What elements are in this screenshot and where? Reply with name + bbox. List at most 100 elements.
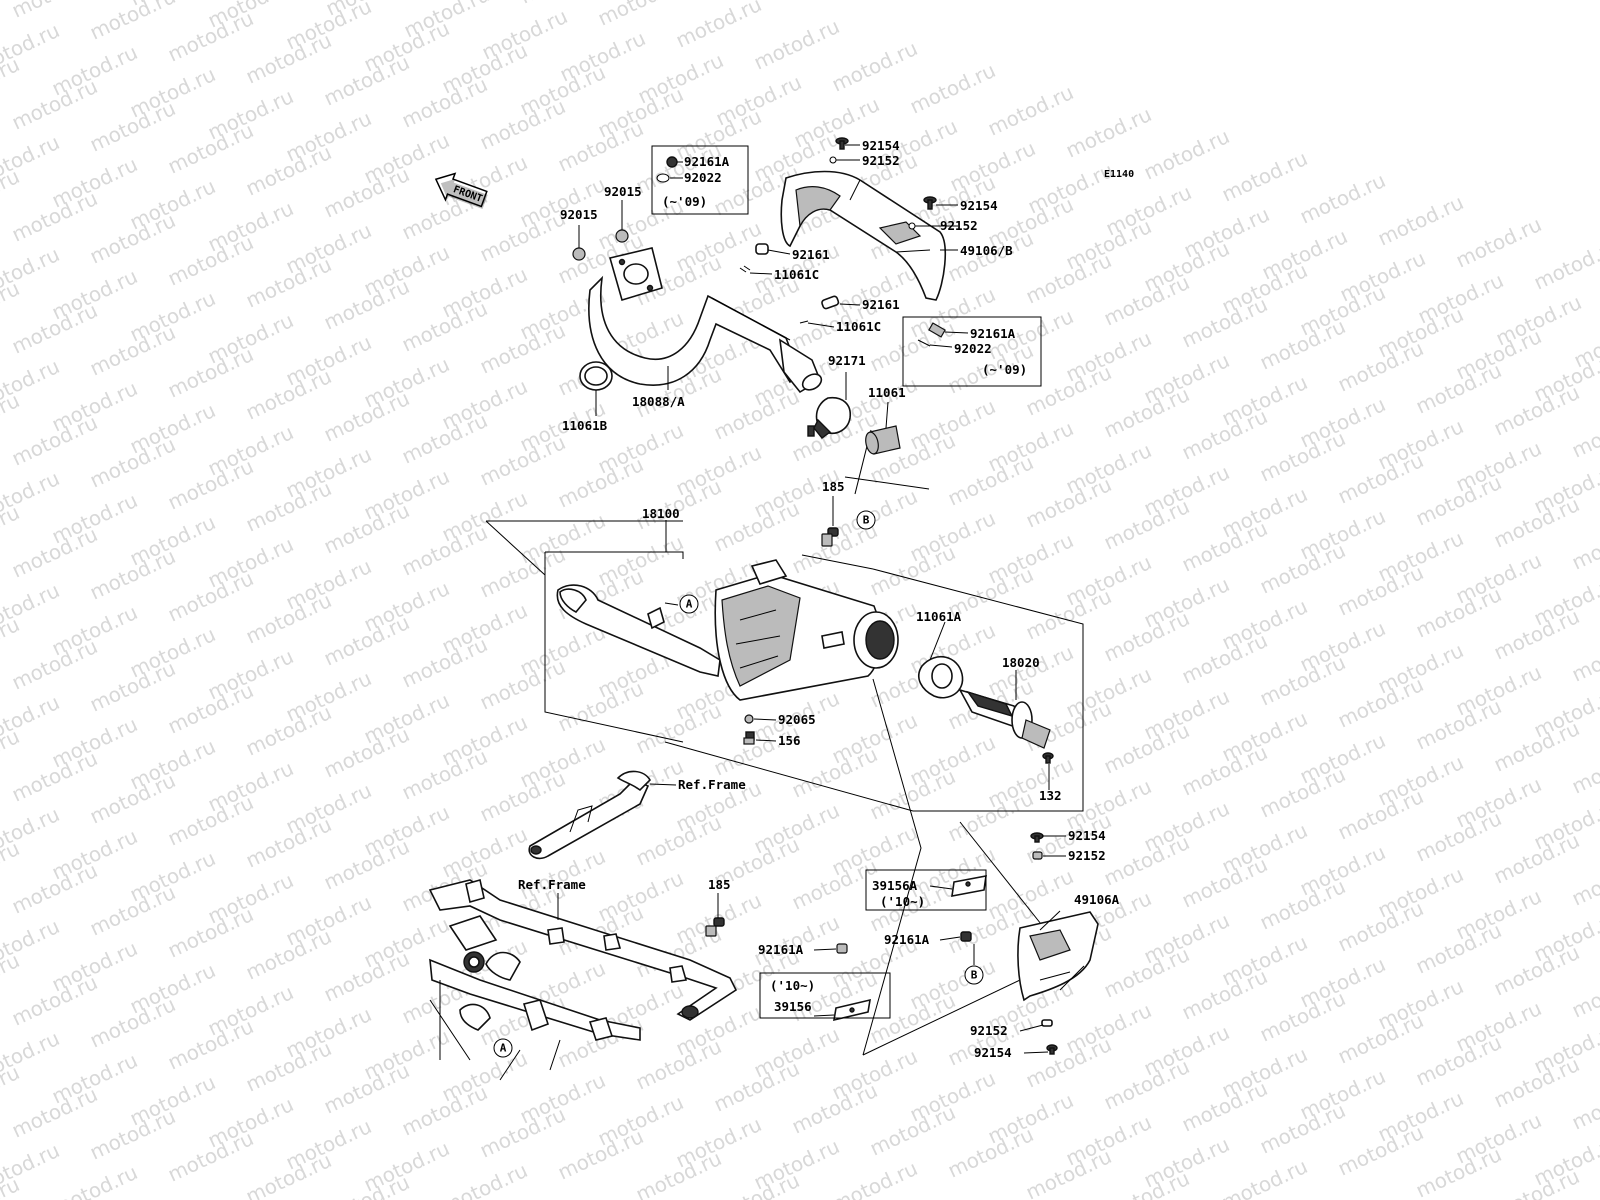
header-flange [609, 247, 663, 301]
nut-92015-b [615, 229, 629, 243]
washer-92152-mid [908, 222, 916, 230]
watermark-text: motod.ru [1296, 168, 1389, 229]
watermark-text: motod.ru [0, 1060, 23, 1121]
svg-text:A: A [500, 1042, 507, 1055]
bolt-185-lower [705, 917, 725, 937]
heat-guard-49106a [1017, 911, 1099, 1002]
watermark-text: motod.ru [594, 0, 687, 31]
bolt-156 [743, 731, 755, 745]
watermark-text: motod.ru [984, 80, 1077, 141]
part-label: 49106A [1074, 892, 1120, 907]
watermark-text: motod.ru [1218, 1154, 1311, 1200]
option-box-right [902, 316, 1042, 387]
part-label: (~'09) [982, 362, 1027, 377]
leader-lines [557, 144, 1066, 1054]
part-label: 92161A [684, 154, 730, 169]
watermark-text: motod.ru [0, 836, 23, 897]
bolt-92154-low [1046, 1044, 1058, 1055]
watermark-text: motod.ru [1140, 124, 1233, 185]
part-label: 92152 [940, 218, 978, 233]
part-label: 11061A [916, 609, 962, 624]
muffler-18100 [556, 559, 899, 701]
watermark-text: motod.ru [8, 0, 101, 23]
part-label: 92154 [862, 138, 900, 153]
part-label: 92161A [970, 326, 1016, 341]
circle-ref-b-lower: B [964, 965, 984, 985]
gasket-11061b [579, 361, 613, 391]
washer-92152-low [1041, 1019, 1053, 1027]
bolt-92154-mid [923, 196, 937, 210]
watermark-text: motod.ru [0, 948, 23, 1009]
circle-ref-a-lower: A [493, 1038, 513, 1058]
sleeve-11061 [865, 425, 901, 455]
watermark-text: motod.ru [1568, 850, 1600, 911]
option-box-39156a [865, 869, 987, 911]
diagram-code: E1140 [1104, 169, 1134, 180]
bolt-92154-top [835, 137, 849, 150]
part-label: 92015 [560, 207, 598, 222]
plate-39156a [951, 875, 987, 897]
part-label: 92022 [684, 170, 722, 185]
frame-bracket-mid [528, 770, 652, 860]
watermark-text: motod.ru [1452, 212, 1545, 273]
bolt-132 [1042, 752, 1054, 764]
part-label: 185 [708, 877, 731, 892]
gasket-11061a [918, 655, 964, 699]
nut-92161a-right-low [960, 931, 972, 942]
part-label: 92065 [778, 712, 816, 727]
bolt-92154-right [1030, 832, 1044, 843]
washer-92022-top [656, 173, 670, 183]
part-label: 92022 [954, 341, 992, 356]
part-label: 18100 [642, 506, 680, 521]
part-label: 49106/B [960, 243, 1013, 258]
part-label: 92154 [1068, 828, 1106, 843]
watermark-text: motod.ru [86, 0, 179, 45]
watermark-text: motod.ru [0, 724, 23, 785]
part-label: 185 [822, 479, 845, 494]
watermark-text: motod.ru [0, 52, 23, 113]
watermark-text: motod.ru [1568, 626, 1600, 687]
part-label: 92161A [758, 942, 804, 957]
part-label: 39156A [872, 878, 918, 893]
watermark-text: motod.ru [0, 164, 23, 225]
bolt-185-upper [821, 527, 839, 547]
frame-lower [428, 878, 738, 1081]
circle-ref-a-upper: A [679, 594, 699, 614]
watermark-text: motod.ru [1568, 514, 1600, 575]
part-label: 11061 [868, 385, 906, 400]
watermark-text: motod.ru [906, 58, 999, 119]
spark-arrestor-18020 [958, 688, 1051, 749]
part-label: 39156 [774, 999, 812, 1014]
part-label: 92154 [974, 1045, 1012, 1060]
washer-92152-right [1032, 851, 1043, 860]
part-label: 92152 [970, 1023, 1008, 1038]
watermark-text: motod.ru [1568, 402, 1600, 463]
part-label: 92152 [862, 153, 900, 168]
watermark-text: motod.ru [1568, 1074, 1600, 1135]
svg-text:B: B [971, 969, 978, 982]
watermark-text: motod.ru [1062, 102, 1155, 163]
part-label: 18020 [1002, 655, 1040, 670]
nut-92161a-left-low [836, 943, 848, 954]
part-label: Ref.Frame [518, 877, 586, 892]
part-label: 11061C [836, 319, 881, 334]
clamp-92161-a [755, 243, 769, 255]
part-label: (~'09) [662, 194, 707, 209]
watermark-text: motod.ru [0, 612, 23, 673]
watermark-text: motod.ru [0, 388, 23, 449]
svg-text:B: B [863, 514, 870, 527]
part-label: 92161 [792, 247, 830, 262]
spring-11061c-a [739, 265, 751, 273]
part-label: 92161 [862, 297, 900, 312]
nut-92161a-right [928, 322, 946, 338]
part-label: 18088/A [632, 394, 685, 409]
option-box-top [651, 145, 749, 215]
front-arrow-icon: FRONT [434, 172, 488, 210]
plate-39156 [833, 998, 871, 1022]
part-labels: 92154 92152 92161A 92022 (~'09) 92015 92… [518, 138, 1120, 1060]
option-box-39156 [759, 972, 891, 1019]
watermark-text: motod.ru [1568, 962, 1600, 1023]
watermark-text: motod.ru [48, 1160, 141, 1200]
part-label: 11061B [562, 418, 608, 433]
